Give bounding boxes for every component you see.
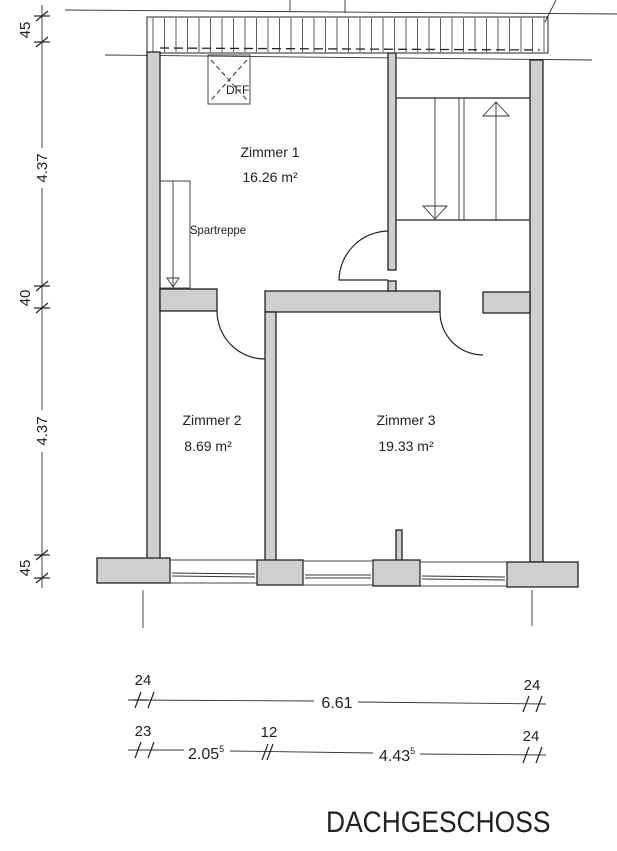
dim-row1-right: 24 <box>524 677 541 694</box>
bottom-dimension-row-1: 24 6.61 24 <box>127 672 547 713</box>
dim-row2-span2: 4.435 <box>379 746 415 765</box>
dim-row1-total: 6.61 <box>321 695 352 712</box>
floor-title: DACHGESCHOSS <box>326 806 551 839</box>
dim-left-4: 4.37 <box>34 416 51 445</box>
wall-stub <box>387 280 397 292</box>
attic-stair <box>159 180 191 289</box>
room-1-area: 16.26 m² <box>242 169 298 185</box>
left-dimension-chain: 45 4.37 40 4.37 45 <box>17 5 51 588</box>
arrow-up-icon <box>481 101 511 117</box>
roof-line-bottom <box>104 54 593 61</box>
eaves-hatch <box>146 16 549 54</box>
bottom-dimension-row-2: 23 2.055 12 4.435 24 <box>128 723 547 765</box>
wall-stub-bottom <box>395 529 403 563</box>
dim-left-5: 45 <box>17 560 34 577</box>
skylight <box>207 54 251 105</box>
dim-left-3: 40 <box>17 290 34 307</box>
dim-row2-span1: 2.055 <box>188 744 224 763</box>
attic-stair-label: Spartreppe <box>190 223 246 237</box>
wall-mid-left <box>159 288 218 312</box>
skylight-label: DFF <box>226 83 249 97</box>
wall-right <box>529 59 544 563</box>
wall-partition <box>264 311 277 563</box>
wall-mid-center <box>264 290 441 313</box>
wall-mid-right <box>482 291 531 314</box>
dim-left-2: 4.37 <box>34 153 51 182</box>
wall-left <box>146 51 161 563</box>
dim-row2-left: 23 <box>135 723 152 740</box>
room-3-area: 19.33 m² <box>378 438 434 454</box>
dim-row2-mid: 12 <box>261 724 278 741</box>
dim-row1-left: 24 <box>135 672 152 689</box>
roof-line-top <box>64 9 617 15</box>
arrow-down-icon <box>421 205 449 220</box>
wall-bottom-left <box>96 557 171 584</box>
walls <box>96 51 579 588</box>
dim-left-1: 45 <box>17 22 34 39</box>
wall-bottom-pier2 <box>372 559 421 587</box>
wall-stair <box>387 52 397 271</box>
room-1-name: Zimmer 1 <box>240 144 299 160</box>
doors <box>216 230 484 360</box>
windows <box>169 559 508 587</box>
room-2-area: 8.69 m² <box>184 438 232 454</box>
roof-marker <box>544 0 557 23</box>
wall-bottom-pier1 <box>256 559 304 586</box>
dim-row2-right: 24 <box>523 728 540 745</box>
staircase <box>396 97 530 221</box>
wall-bottom-right <box>506 561 579 588</box>
room-3-name: Zimmer 3 <box>376 412 435 428</box>
room-2-name: Zimmer 2 <box>182 412 241 428</box>
